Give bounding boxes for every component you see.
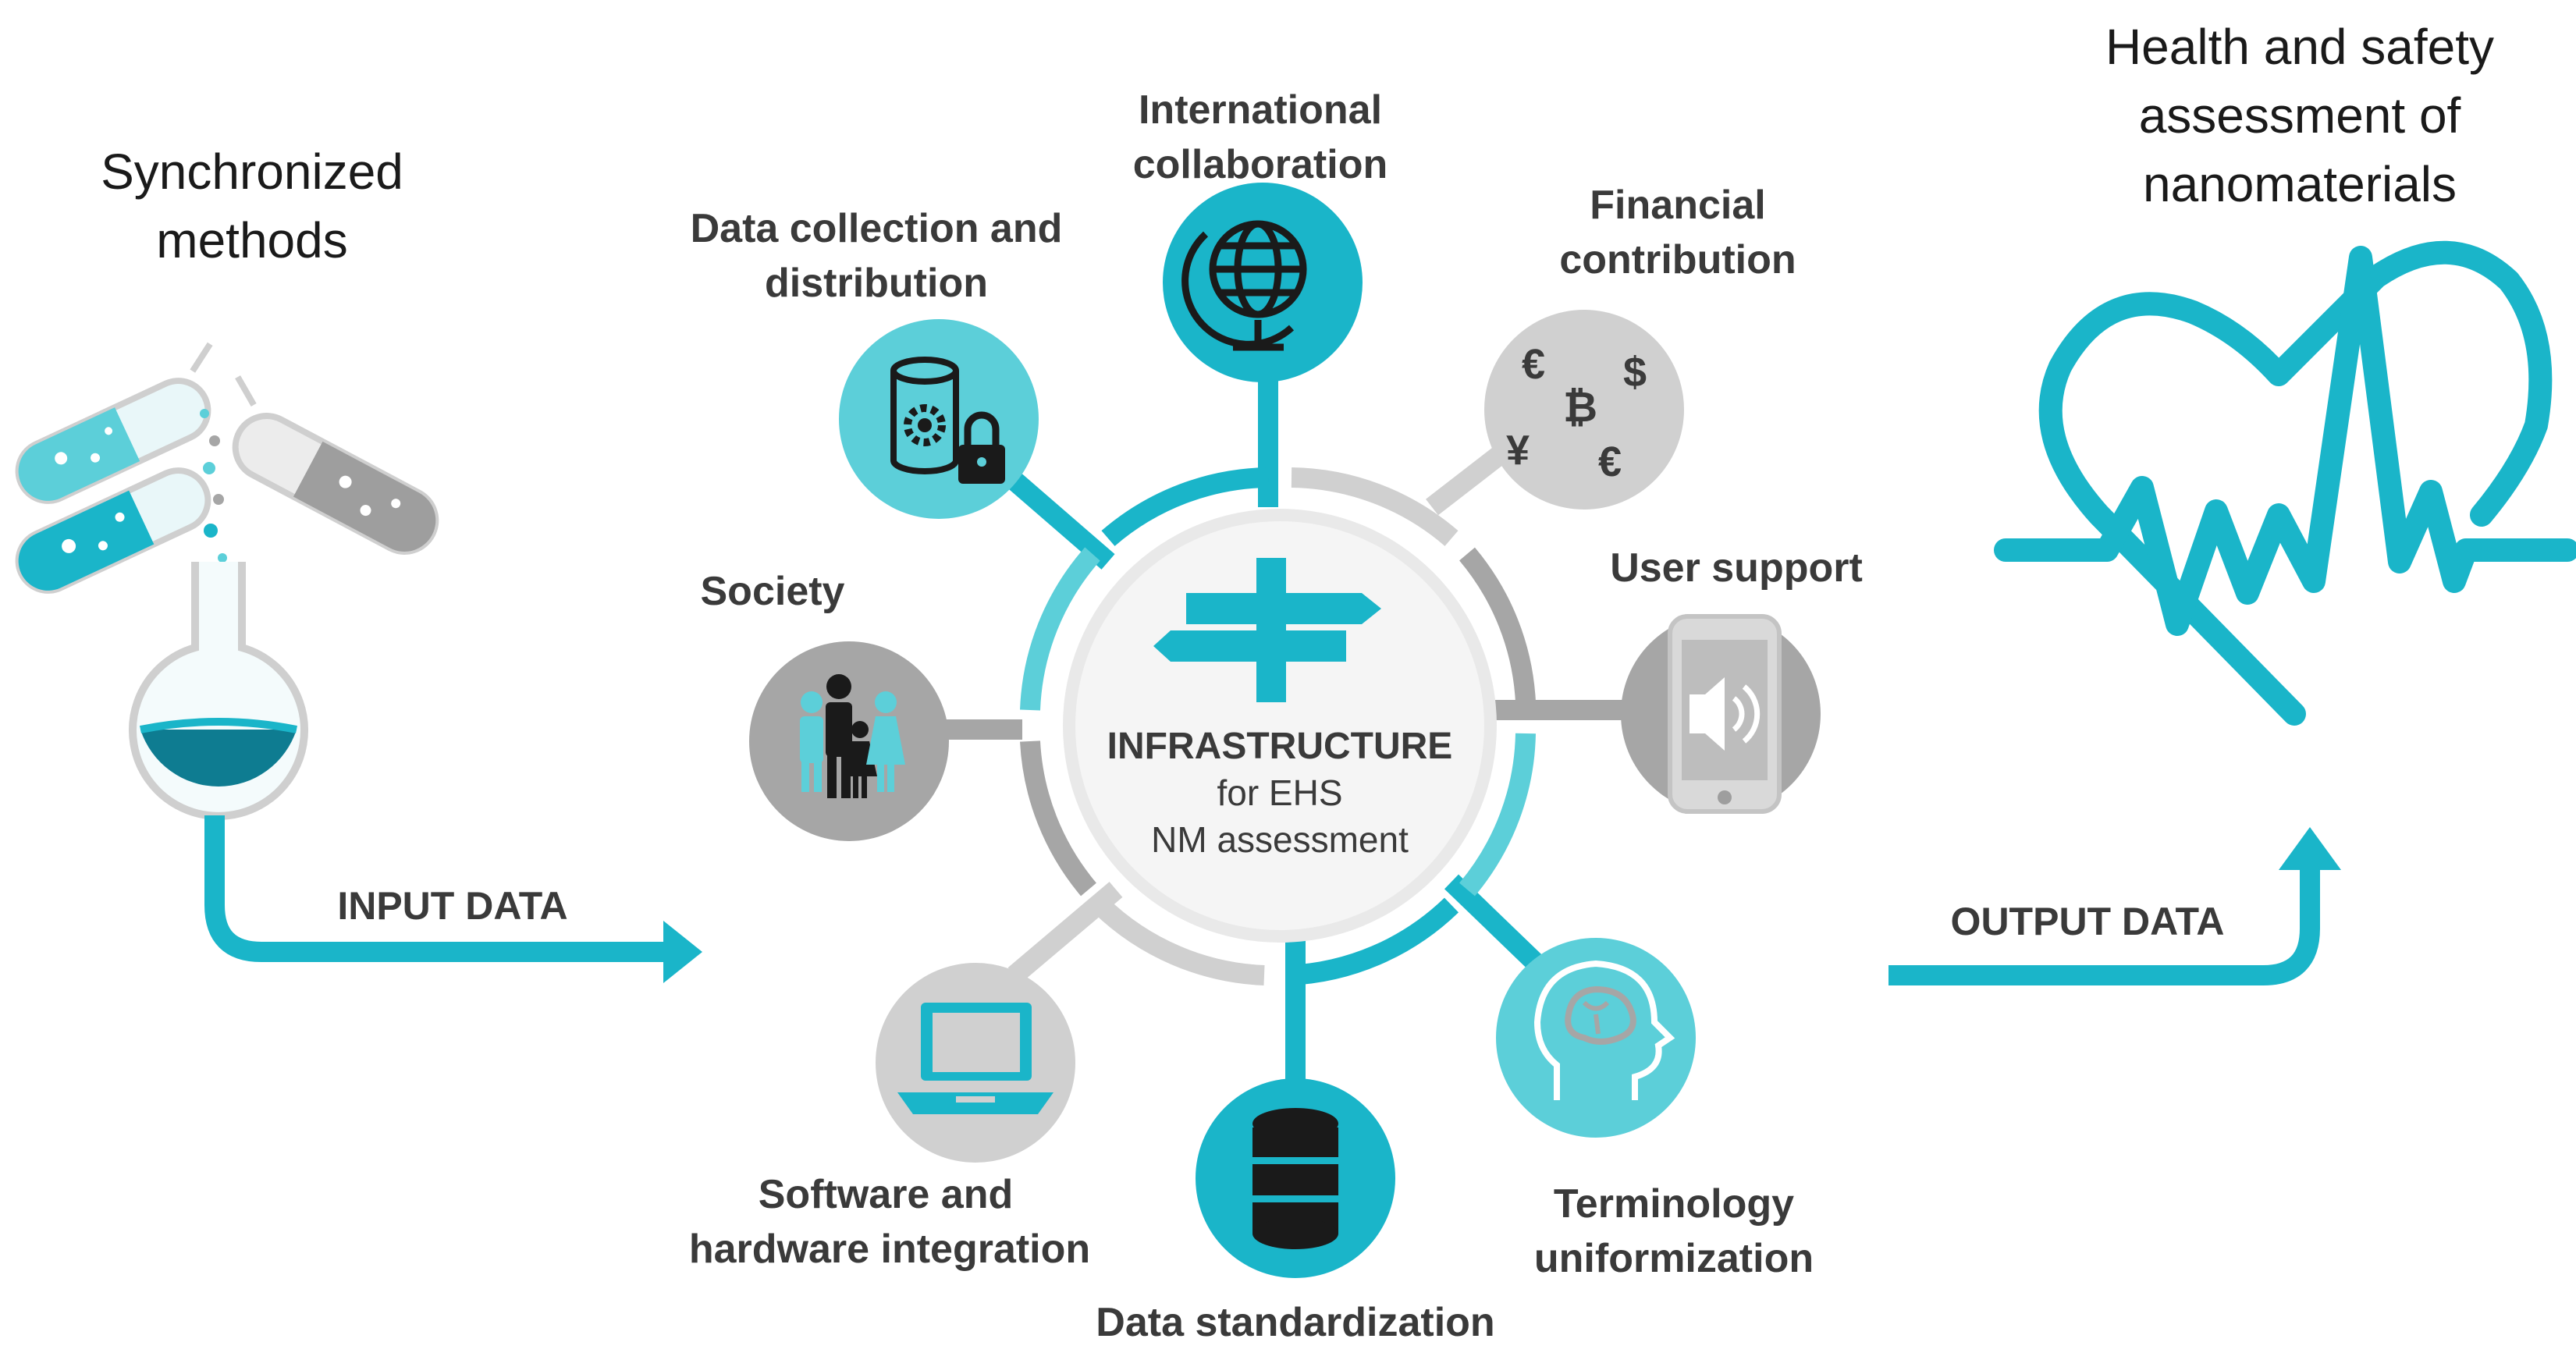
left-title-line-1: Synchronized (101, 144, 403, 200)
label-financial-2: contribution (1559, 237, 1796, 282)
signpost-icon (1153, 558, 1381, 702)
database-lock-icon (890, 357, 1005, 484)
label-user-support: User support (1610, 545, 1863, 591)
label-software-2: hardware integration (689, 1227, 1090, 1272)
people-icon (800, 674, 905, 798)
currency-euro-1: € (1522, 341, 1545, 388)
globe-icon (1181, 220, 1307, 351)
laptop-icon (897, 1003, 1053, 1114)
right-title-line-2: assessment of (2139, 87, 2461, 144)
hub-subtitle-line-2: NM assessment (1151, 819, 1409, 860)
currency-dollar: $ (1623, 349, 1647, 396)
smartphone-icon (1668, 614, 1782, 814)
output-arrow (1888, 827, 2341, 985)
label-software-1: Software and (759, 1172, 1014, 1217)
label-international-2: collaboration (1133, 142, 1387, 187)
label-international-1: International (1139, 87, 1382, 133)
label-data-standardization: Data standardization (1096, 1300, 1494, 1345)
label-financial-1: Financial (1590, 183, 1765, 228)
heart-pulse-icon (1994, 240, 2576, 726)
node-data-standardization (1196, 1078, 1395, 1278)
output-data-label: OUTPUT DATA (1951, 900, 2225, 943)
hub-title: INFRASTRUCTURE (1107, 726, 1453, 767)
node-international-collaboration (1163, 183, 1363, 382)
currency-euro-2: € (1598, 439, 1622, 485)
label-terminology-2: uniformization (1534, 1236, 1814, 1281)
input-arrow (204, 815, 702, 983)
database-icon (1252, 1108, 1338, 1249)
currency-yen: ¥ (1506, 427, 1530, 474)
label-society: Society (701, 569, 845, 614)
lab-glassware-icon (15, 342, 439, 820)
currency-bitcoin: ₿ (1563, 384, 1597, 431)
hub-subtitle-line-1: for EHS (1217, 772, 1342, 813)
node-terminology-uniformization (1496, 938, 1696, 1138)
currency-icon: € $ ₿ ¥ € (1506, 341, 1647, 485)
input-data-label: INPUT DATA (337, 884, 567, 928)
node-data-collection (839, 319, 1039, 519)
node-software-hardware (876, 963, 1075, 1163)
right-title-line-3: nanomaterials (2143, 156, 2457, 212)
node-society (749, 641, 949, 841)
label-data-collection-1: Data collection and (691, 206, 1063, 251)
node-financial-contribution: € $ ₿ ¥ € (1484, 310, 1684, 510)
label-data-collection-2: distribution (765, 261, 988, 306)
hub-ring (1020, 467, 1536, 985)
left-title-line-2: methods (156, 212, 347, 268)
label-terminology-1: Terminology (1554, 1181, 1794, 1227)
brain-head-icon (1533, 960, 1675, 1100)
right-title-line-1: Health and safety (2105, 19, 2494, 75)
node-user-support (1621, 614, 1821, 814)
